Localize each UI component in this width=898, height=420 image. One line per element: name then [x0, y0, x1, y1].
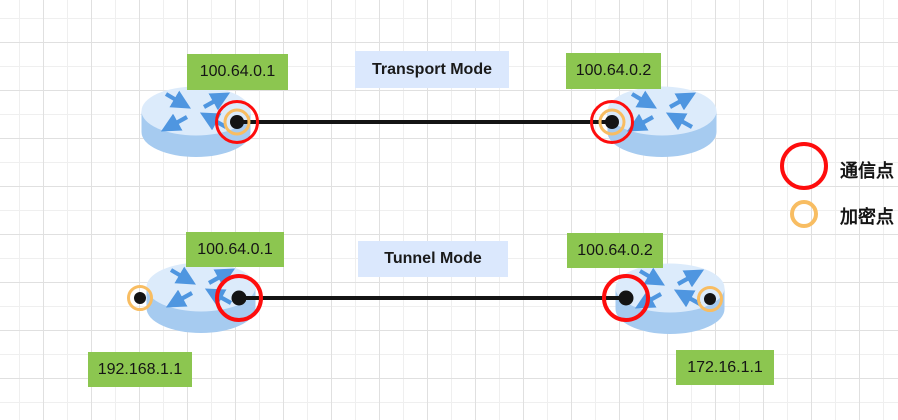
transport-left-ip-label: 100.64.0.1	[187, 54, 288, 90]
legend-encryption-ring-icon	[790, 200, 818, 228]
encryption-point-ring-icon	[598, 108, 626, 136]
tunnel-left-host-label: 192.168.1.1	[88, 352, 192, 387]
legend-communication-ring-icon	[780, 142, 828, 190]
tunnel-right-ip-label: 100.64.0.2	[567, 233, 663, 268]
tunnel-link-line	[239, 296, 626, 300]
interface-dot-icon	[134, 292, 146, 304]
tunnel-right-host-label: 172.16.1.1	[676, 350, 774, 385]
interface-dot-icon	[704, 293, 716, 305]
router-icon	[607, 86, 717, 158]
legend-encryption-label: 加密点	[840, 207, 894, 227]
tunnel-mode-title: Tunnel Mode	[358, 241, 508, 277]
encryption-point-ring-icon	[223, 108, 251, 136]
transport-mode-title: Transport Mode	[355, 51, 509, 88]
transport-right-ip-label: 100.64.0.2	[566, 53, 661, 89]
transport-link-line	[237, 120, 612, 124]
interface-dot-icon	[618, 290, 634, 306]
tunnel-left-ip-label: 100.64.0.1	[186, 232, 284, 267]
encryption-point-ring-icon	[127, 285, 153, 311]
legend-communication-label: 通信点	[840, 161, 894, 181]
interface-dot-icon	[230, 115, 244, 129]
interface-dot-icon	[605, 115, 619, 129]
encryption-point-ring-icon	[697, 286, 723, 312]
interface-dot-icon	[231, 290, 247, 306]
